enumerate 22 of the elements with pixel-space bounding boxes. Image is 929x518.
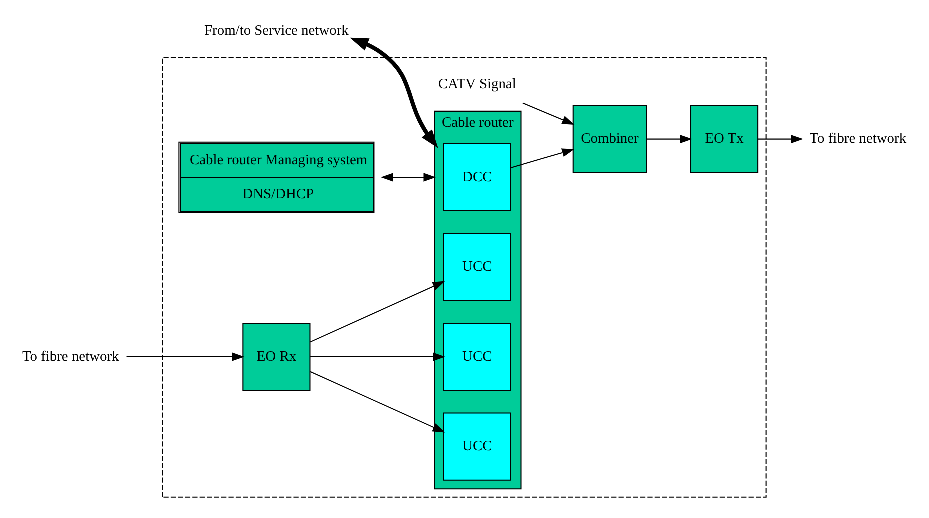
arrow [758, 134, 804, 144]
node-box: EO Tx [690, 105, 759, 174]
cluster [162, 57, 767, 498]
arrow [126, 352, 245, 362]
arrow [381, 173, 436, 182]
arrow [510, 148, 575, 168]
node-text: To fibre network [22, 348, 120, 365]
arrow [310, 281, 446, 343]
arrow [310, 352, 446, 362]
node-text: CATV Signal [438, 76, 516, 92]
node-box: Combiner [572, 105, 648, 174]
node-text: To fibre network [810, 131, 907, 148]
node-box: UCC [443, 233, 512, 302]
arrow [310, 371, 446, 433]
node-box: UCC [443, 322, 512, 392]
arrow [350, 38, 438, 148]
node-box: UCC [443, 412, 512, 481]
arrow [522, 102, 575, 125]
node-box: EO Rx [242, 322, 311, 392]
arrow [646, 134, 693, 144]
node-box: DCC [443, 143, 512, 212]
node-text: From/to Service network [204, 22, 349, 39]
